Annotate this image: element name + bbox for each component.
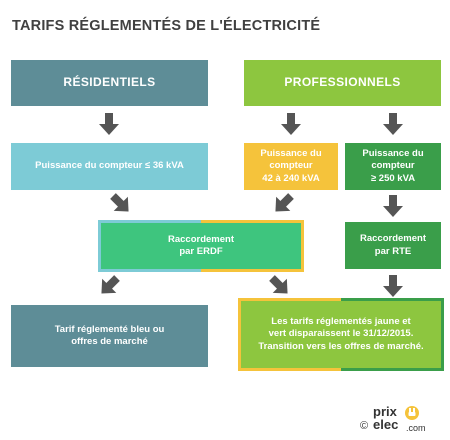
- arrow-diag-to-tarif-bleu: [94, 270, 125, 301]
- professionnels-box: PROFESSIONNELS: [244, 60, 441, 106]
- puissance-250-box: Puissance du compteur ≥ 250 kVA: [345, 143, 441, 190]
- tarifs-jaune-vert-box: Les tarifs réglementés jaune et vert dis…: [238, 298, 444, 371]
- arrow-down-residentiels: [99, 113, 119, 135]
- tarif-bleu-line1: Tarif réglementé bleu ou: [54, 323, 165, 335]
- puissance-42-240-line2: compteur: [269, 160, 313, 172]
- puissance-42-240-line3: 42 à 240 kVA: [262, 172, 320, 184]
- puissance-36-box: Puissance du compteur ≤ 36 kVA: [11, 143, 208, 190]
- tarifs-jaune-vert-line2: vert disparaissent le 31/12/2015.: [268, 328, 414, 340]
- logo-text-elec: elec: [373, 417, 399, 432]
- erdf-line1: Raccordement: [168, 233, 234, 245]
- puissance-250-line2: compteur: [371, 160, 415, 172]
- erdf-box: Raccordement par ERDF: [98, 220, 304, 272]
- puissance-250-line3: ≥ 250 kVA: [370, 172, 416, 184]
- arrow-down-to-rte: [383, 195, 403, 217]
- logo-suffix: .com: [406, 423, 426, 433]
- puissance-250-line1: Puissance du: [362, 147, 424, 159]
- erdf-line2: par ERDF: [179, 246, 223, 257]
- tarif-bleu-line2: offres de marché: [71, 336, 148, 347]
- arrow-down-professionnels-left: [281, 113, 301, 135]
- residentiels-label: RÉSIDENTIELS: [63, 75, 156, 90]
- arrow-down-professionnels-right: [383, 113, 403, 135]
- professionnels-label: PROFESSIONNELS: [284, 75, 401, 90]
- plug-icon: [405, 406, 419, 420]
- arrow-diag-to-tarifs-jaune-vert: [264, 270, 295, 301]
- logo-copyright: ©: [360, 420, 369, 432]
- tarif-bleu-box: Tarif réglementé bleu ou offres de march…: [11, 305, 208, 367]
- puissance-36-label: Puissance du compteur ≤ 36 kVA: [35, 160, 184, 172]
- rte-line1: Raccordement: [360, 233, 426, 245]
- logo-text-prix: prix: [373, 404, 397, 419]
- tarifs-jaune-vert-line1: Les tarifs réglementés jaune et: [271, 315, 411, 327]
- puissance-42-240-line1: Puissance du: [260, 147, 322, 159]
- rte-box: Raccordement par RTE: [345, 222, 441, 269]
- rte-line2: par RTE: [374, 245, 412, 257]
- residentiels-box: RÉSIDENTIELS: [11, 60, 208, 106]
- arrow-down-from-rte: [383, 275, 403, 297]
- tarifs-jaune-vert-line3: Transition vers les offres de marché.: [258, 340, 424, 352]
- puissance-42-240-box: Puissance du compteur 42 à 240 kVA: [244, 143, 338, 190]
- arrow-diag-to-erdf-right: [268, 188, 299, 219]
- prixelec-logo: © prix elec .com: [360, 402, 440, 436]
- arrow-diag-to-erdf-left: [105, 188, 136, 219]
- page-title: TARIFS RÉGLEMENTÉS DE L'ÉLECTRICITÉ: [12, 18, 321, 34]
